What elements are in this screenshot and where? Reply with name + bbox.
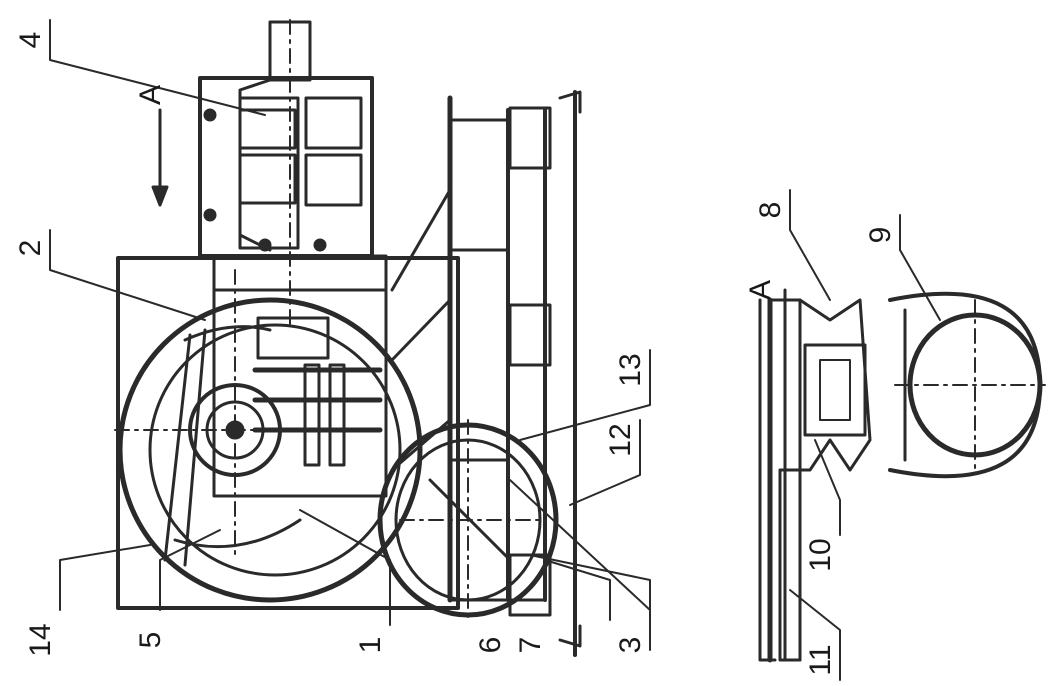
motor [198, 19, 374, 331]
section-view-a [758, 189, 1046, 681]
labels: A A 4 2 13 12 14 5 1 6 7 3 8 9 10 11 [14, 32, 897, 676]
drive-wheel [114, 269, 423, 603]
view-label-main: A [134, 85, 167, 105]
callout-1: 1 [354, 637, 387, 654]
callout-9: 9 [864, 227, 897, 244]
leader-lines [49, 19, 651, 651]
lower-wheel [377, 419, 559, 621]
callout-12: 12 [604, 423, 637, 456]
callout-11: 11 [804, 644, 837, 675]
callout-2: 2 [14, 240, 47, 257]
callout-7: 7 [514, 637, 547, 654]
callout-3: 3 [614, 637, 647, 654]
base-frame [390, 90, 582, 657]
callout-14: 14 [24, 623, 57, 656]
view-arrow-a [151, 108, 169, 207]
gearbox [212, 254, 388, 498]
callout-13: 13 [614, 353, 647, 386]
callout-5: 5 [134, 632, 167, 649]
view-label-section: A [744, 280, 777, 300]
callout-8: 8 [754, 202, 787, 219]
callout-6: 6 [474, 637, 507, 654]
callout-10: 10 [804, 538, 837, 571]
main-view [49, 19, 651, 657]
callout-4: 4 [14, 32, 47, 49]
